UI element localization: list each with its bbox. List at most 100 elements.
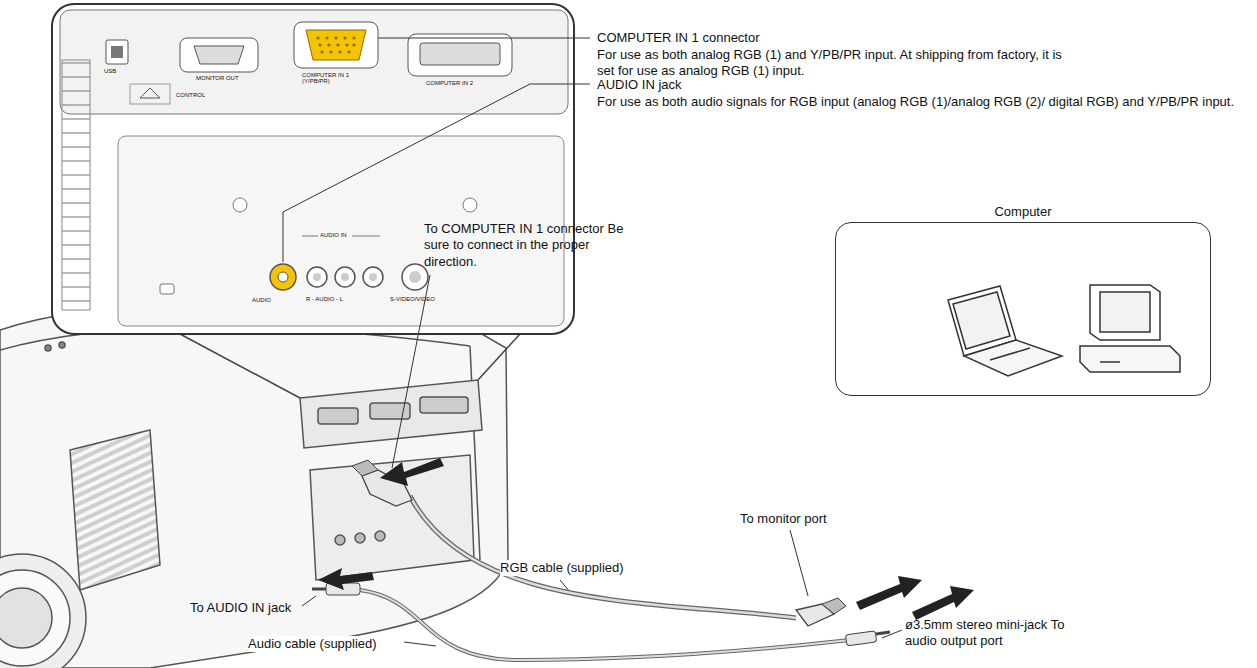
drawing-stroke	[335, 535, 345, 545]
drawing-stroke	[0, 554, 86, 668]
drawing-stroke	[111, 46, 123, 58]
drawing-stroke	[194, 46, 244, 64]
drawing-stroke	[404, 642, 436, 646]
drawing-stroke	[964, 340, 1062, 376]
drawing-stroke	[62, 60, 90, 310]
callout-note: For use as both analog RGB (1) and Y/PB/…	[597, 47, 1067, 80]
port-label: MONITOR OUT	[196, 75, 239, 81]
callout-heading: AUDIO IN jack	[597, 77, 682, 93]
drawing-stroke	[60, 10, 568, 114]
drawing-stroke	[106, 40, 128, 64]
drawing-stroke	[130, 84, 170, 104]
drawing-stroke	[329, 50, 332, 53]
drawing-stroke	[70, 430, 160, 590]
connection-note: To AUDIO IN jack	[190, 600, 291, 616]
port-label: S-VIDEO/VIDEO	[390, 296, 435, 302]
drawing-stroke	[856, 576, 922, 610]
rgb-cable	[352, 460, 846, 626]
inset-pointer	[180, 334, 520, 398]
connection-note: To monitor port	[740, 511, 827, 527]
drawing-stroke	[912, 586, 974, 620]
drawing-stroke	[270, 264, 296, 290]
port-label: AUDIO IN	[320, 232, 347, 238]
callout-note: For use as both audio signals for RGB in…	[597, 94, 1234, 110]
computer-box: Computer	[835, 222, 1211, 396]
drawing-stroke	[318, 568, 374, 590]
direction-arrow	[318, 458, 974, 620]
cable-label: RGB cable (supplied)	[500, 560, 624, 576]
drawing-stroke	[392, 275, 430, 468]
drawing-stroke	[306, 30, 366, 60]
callout-heading: COMPUTER IN 1 connector	[597, 30, 760, 46]
drawing-stroke	[478, 334, 520, 380]
port-label: USB	[104, 68, 116, 74]
drawing-stroke	[307, 267, 327, 287]
drawing-stroke	[302, 236, 318, 237]
drawing-stroke	[1090, 285, 1160, 340]
drawing-stroke	[316, 36, 355, 53]
drawing-stroke	[790, 530, 808, 596]
drawing-stroke	[463, 198, 477, 212]
drawing-stroke	[325, 36, 328, 39]
drawing-stroke	[310, 455, 474, 580]
drawing-stroke	[409, 271, 421, 283]
drawing-stroke	[233, 198, 247, 212]
drawing-stroke	[378, 38, 590, 39]
drawing-stroke	[334, 36, 337, 39]
desktop-icon	[1080, 285, 1180, 372]
drawing-stroke	[355, 533, 365, 543]
drawing-stroke	[294, 22, 378, 68]
projector-body	[0, 304, 508, 668]
drawing-stroke	[352, 36, 355, 39]
drawing-stroke	[410, 496, 796, 618]
drawing-stroke	[45, 345, 51, 351]
drawing-stroke	[0, 588, 52, 648]
drawing-stroke	[363, 267, 383, 287]
laptop-icon	[948, 286, 1062, 376]
drawing-stroke	[352, 43, 355, 46]
drawing-stroke	[338, 50, 341, 53]
drawing-stroke	[953, 292, 1010, 349]
drawing-stroke	[380, 458, 444, 486]
drawing-stroke	[990, 348, 1030, 360]
drawing-stroke	[420, 43, 500, 65]
drawing-stroke	[345, 43, 348, 46]
drawing-stroke	[316, 36, 319, 39]
port-label: R - AUDIO - L	[306, 296, 343, 302]
drawing-stroke	[410, 496, 796, 618]
drawing-stroke	[140, 88, 160, 98]
drawing-stroke	[822, 598, 846, 614]
drawing-stroke	[0, 570, 70, 666]
drawing-stroke	[300, 380, 482, 448]
drawing-stroke	[302, 596, 316, 606]
node-heading: Computer	[836, 204, 1210, 219]
drawing-stroke	[347, 50, 350, 53]
drawing-stroke	[52, 4, 574, 334]
drawing-stroke	[360, 590, 850, 660]
drawing-stroke	[313, 273, 321, 281]
drawing-stroke	[360, 590, 850, 660]
port-label: COMPUTER IN 1 (Y/PB/PR)	[302, 72, 372, 85]
drawing-stroke	[420, 397, 468, 413]
drawing-stroke	[876, 632, 890, 634]
port-label: CONTROL	[176, 92, 205, 98]
connection-note: ø3.5mm stereo mini-jack To audio output …	[905, 617, 1080, 650]
audio-cable	[312, 583, 890, 660]
drawing-stroke	[352, 236, 380, 237]
drawing-stroke	[318, 408, 358, 424]
drawing-stroke	[352, 460, 378, 476]
drawing-stroke	[1100, 361, 1120, 363]
leader-line	[283, 38, 902, 646]
drawing-stroke	[160, 284, 174, 294]
drawing-stroke	[335, 267, 355, 287]
drawing-stroke	[180, 38, 258, 72]
port-label: AUDIO	[252, 297, 271, 303]
connector-panel-inset	[52, 4, 574, 334]
drawing-stroke	[318, 43, 321, 46]
drawing-stroke	[408, 34, 512, 76]
drawing-stroke	[278, 272, 288, 282]
drawing-stroke	[180, 334, 300, 398]
drawing-stroke	[59, 342, 65, 348]
drawing-stroke	[1080, 346, 1180, 372]
